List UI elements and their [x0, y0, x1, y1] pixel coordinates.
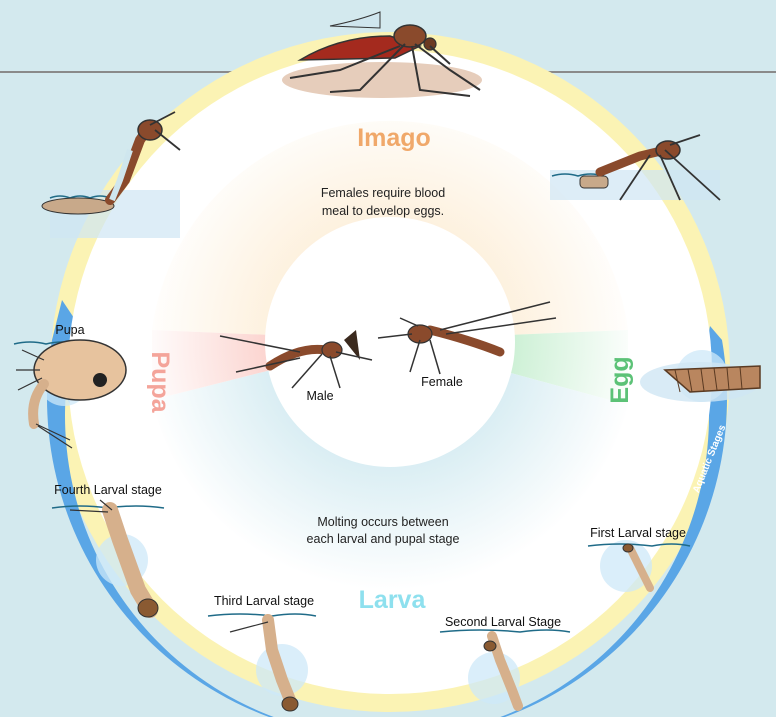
male-label: Male	[306, 389, 333, 403]
blood-meal-note-line2: meal to develop eggs.	[322, 204, 444, 218]
egg-raft-illustration	[640, 362, 760, 402]
fourth-larval-stage-label: Fourth Larval stage	[54, 483, 162, 497]
molting-note-line2: each larval and pupal stage	[307, 532, 460, 546]
third-larval-stage-label: Third Larval stage	[214, 594, 314, 608]
egg-label: Egg	[606, 356, 634, 403]
pupa-stage-label: Pupa	[55, 323, 84, 337]
imago-label: Imago	[357, 124, 431, 152]
larva-label: Larva	[359, 586, 427, 614]
first-larval-stage-label: First Larval stage	[590, 526, 686, 540]
molting-note-line1: Molting occurs between	[317, 515, 448, 529]
second-larval-stage-label: Second Larval Stage	[445, 615, 561, 629]
female-label: Female	[421, 375, 463, 389]
blood-meal-note-line1: Females require blood	[321, 186, 445, 200]
pupa-label: Pupa	[146, 351, 174, 413]
